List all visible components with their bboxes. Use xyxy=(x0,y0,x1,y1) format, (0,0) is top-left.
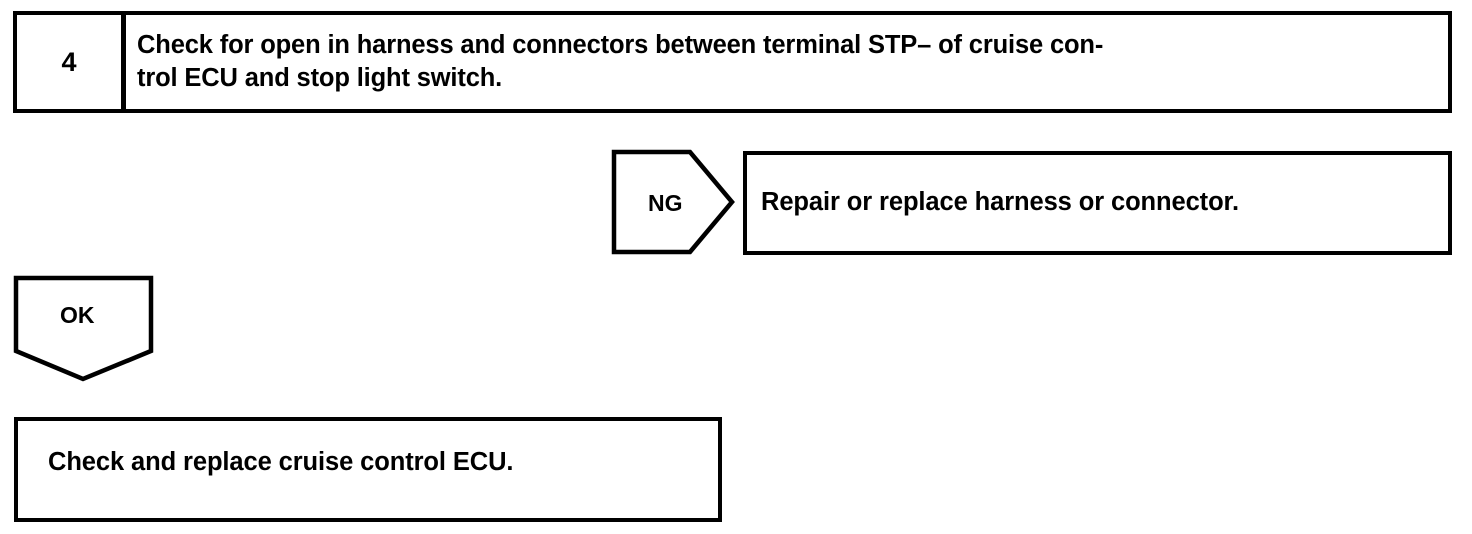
step-header-box: 4 Check for open in harness and connecto… xyxy=(13,11,1452,113)
step-instruction-text: Check for open in harness and connectors… xyxy=(137,30,1104,92)
result-text-ok: Check and replace cruise control ECU. xyxy=(48,448,514,476)
step-number: 4 xyxy=(61,46,77,77)
branch-arrow-ng: NG xyxy=(611,149,735,255)
result-box-ok: Check and replace cruise control ECU. xyxy=(14,417,722,522)
branch-label-ng: NG xyxy=(648,190,683,216)
branch-arrow-ok: OK xyxy=(13,275,154,382)
result-box-ng: Repair or replace harness or connector. xyxy=(743,151,1452,255)
arrow-right-icon xyxy=(611,149,735,255)
branch-label-ok: OK xyxy=(60,302,95,328)
step-number-cell: 4 xyxy=(17,15,126,109)
step-instruction-cell: Check for open in harness and connectors… xyxy=(126,15,1448,109)
result-text-ng: Repair or replace harness or connector. xyxy=(761,188,1239,217)
arrow-down-icon xyxy=(13,275,154,382)
